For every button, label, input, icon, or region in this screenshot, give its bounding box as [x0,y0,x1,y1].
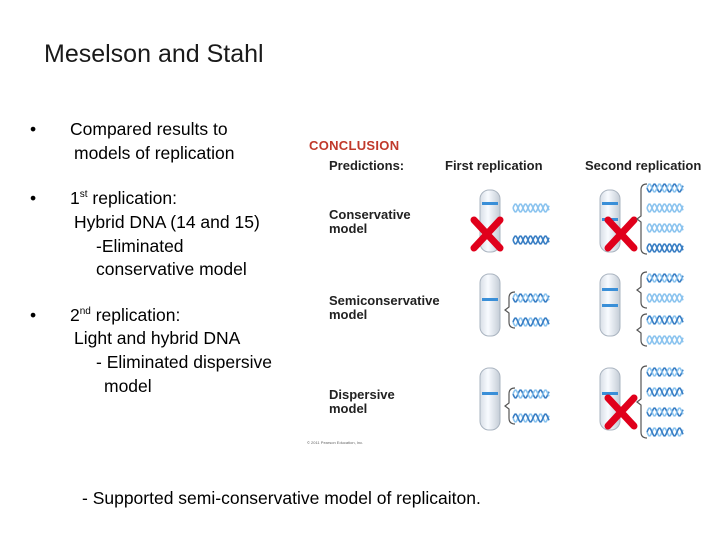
brace [636,183,648,255]
dna-strand [646,367,684,377]
dna-band [482,392,498,395]
bullet-second-replication: • 2nd replication: Light and hybrid DNA … [30,304,310,399]
dna-band [602,202,618,205]
dna-strand [646,387,684,397]
slide-title: Meselson and Stahl [44,40,264,68]
dna-strand [646,293,684,303]
dna-strand [646,335,684,345]
dna-strand [512,389,550,399]
dna-strand [646,223,684,233]
second-replication-header: Second replication [585,158,702,173]
copyright-note: © 2011 Pearson Education, Inc. [307,440,364,445]
dna-strand [646,315,684,325]
bullet-list: • Compared results to models of replicat… [30,118,310,420]
bullet-line: conservative model [96,259,247,280]
brace [504,387,516,425]
elimination-cross [604,394,638,430]
bullet-symbol: • [30,304,37,325]
bullet-line: Light and hybrid DNA [74,328,241,349]
dna-strand [512,293,550,303]
dna-strand [512,413,550,423]
centrifuge-tube [479,273,501,337]
bullet-line: Compared results to [70,119,228,139]
dna-strand [646,243,684,253]
conclusion-heading: CONCLUSION [309,138,400,153]
bullet-line: 1st replication: [70,188,178,209]
dna-strand [646,203,684,213]
dna-strand [512,203,550,213]
dna-strand [646,273,684,283]
dna-strand [512,317,550,327]
dna-band [482,298,498,301]
figure-artwork [470,183,684,439]
predictions-header: Predictions: [329,158,405,173]
dna-strand [646,183,684,193]
dna-band [602,288,618,291]
bullet-line: models of replication [74,142,235,163]
dna-strand [646,407,684,417]
bullet-line: - Eliminated dispersive [96,352,273,372]
replication-figure: CONCLUSION Predictions: First replicatio… [305,132,720,452]
bullet-line: 2nd replication: [70,304,181,325]
elimination-cross [604,216,638,252]
dna-band [482,202,498,205]
bullet-line: Hybrid DNA (14 and 15) [74,211,260,232]
bullet-line: -Eliminated [96,235,184,256]
brace [504,291,516,329]
dna-strand [512,235,550,245]
brace [636,313,648,347]
bullet-symbol: • [30,119,37,139]
bullet-compared: • Compared results to models of replicat… [30,118,310,165]
footer-note: - Supported semi-conservative model of r… [82,488,481,508]
bullet-first-replication: • 1st replication: Hybrid DNA (14 and 15… [30,187,310,282]
bullet-symbol: • [30,188,37,209]
brace [636,271,648,309]
dna-band [602,392,618,395]
elimination-cross [470,216,504,252]
dna-band [602,304,618,307]
centrifuge-tube [479,367,501,431]
brace [636,365,648,439]
bullet-line: model [104,375,152,396]
first-replication-header: First replication [445,158,543,173]
dna-strand [646,427,684,437]
